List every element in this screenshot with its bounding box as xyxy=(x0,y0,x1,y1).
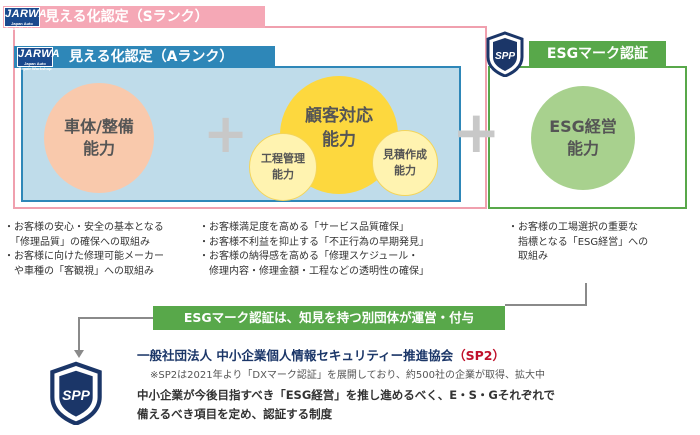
s-rank-tab: 見える化認定（Sランク） xyxy=(3,6,265,28)
plus-icon-2: + xyxy=(452,98,501,166)
spp-shield-icon-top: SPP xyxy=(485,31,525,78)
org-name-line: 一般社団法人 中小企業個人情報セキュリティー推進協会（SP2） xyxy=(137,347,505,365)
esg-mark-tab: ESGマーク認証 xyxy=(529,41,666,67)
bullets-col-1: ・お客様の安心・安全の基本となる 「修理品質」の確保への取組み ・お客様に向けた… xyxy=(4,222,164,277)
esg-operator-banner: ESGマーク認証は、知見を持つ別団体が運営・付与 xyxy=(153,306,505,330)
plus-icon-1: + xyxy=(203,102,249,165)
circle-process-capability: 工程管理能力 xyxy=(249,133,317,201)
bullets-col-2: ・お客様満足度を高める「サービス品質確保」 ・お客様不利益を抑止する「不正行為の… xyxy=(199,222,429,277)
org-description-1: 中小企業が今後目指すべき「ESG経営」を推し進めるべく、E・S・Gそれぞれで xyxy=(137,388,556,402)
circle-estimate-capability: 見積作成能力 xyxy=(372,130,438,196)
spp-shield-icon-bottom: SPP xyxy=(48,361,104,426)
a-rank-tab: 見える化認定（Aランク） xyxy=(14,46,275,68)
svg-text:SPP: SPP xyxy=(62,387,91,403)
bullets-col-3: ・お客様の工場選択の重要な 指標となる「ESG経営」への 取組み xyxy=(508,222,649,262)
circle-body-repair-capability: 車体/整備能力 xyxy=(44,83,154,193)
org-abbr: （SP2） xyxy=(453,348,505,363)
org-note: ※SP2は2021年より「DXマーク認証」を展開しており、約500社の企業が取得… xyxy=(150,370,546,381)
org-description-2: 備えるべき項目を定め、認証する制度 xyxy=(137,407,333,421)
circle-esg-capability: ESG経営能力 xyxy=(531,86,635,190)
svg-text:SPP: SPP xyxy=(495,51,515,62)
esg-frame xyxy=(488,66,687,209)
org-name: 一般社団法人 中小企業個人情報セキュリティー推進協会 xyxy=(137,348,454,363)
